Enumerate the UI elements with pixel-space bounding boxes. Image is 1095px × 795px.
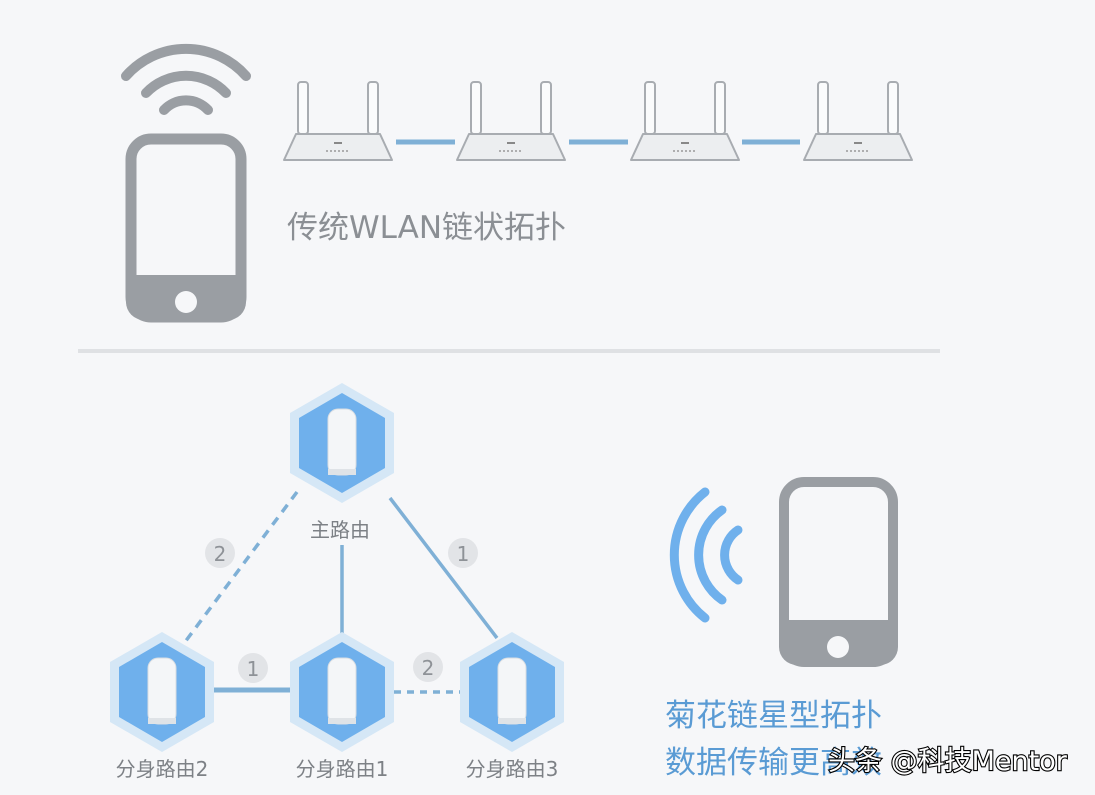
router-icon-4 xyxy=(803,81,913,161)
link-badges: 2 1 1 2 xyxy=(205,538,478,683)
sub-router-2-label: 分身路由2 xyxy=(116,757,209,781)
mesh-links xyxy=(183,490,499,694)
chain-topology-caption: 传统WLAN链状拓扑 xyxy=(287,210,566,246)
mesh-topology-caption: 菊花链星型拓扑 xyxy=(665,698,882,734)
sub-router-3-label: 分身路由3 xyxy=(466,757,559,781)
watermark: 头条 @科技Mentor xyxy=(828,746,1068,777)
badge-label: 1 xyxy=(247,657,260,681)
sub-router-2-node xyxy=(109,631,215,753)
router-icon-1 xyxy=(283,81,393,161)
wifi-icon-top xyxy=(121,43,251,115)
badge-label: 2 xyxy=(214,542,227,566)
badge-label: 1 xyxy=(457,542,470,566)
router-icon-3 xyxy=(630,81,740,161)
wifi-icon-right xyxy=(669,487,743,623)
main-router-node xyxy=(289,382,395,504)
router-icon-2 xyxy=(456,81,566,161)
sub-router-3-node xyxy=(459,631,565,753)
badge-label: 2 xyxy=(422,656,435,680)
sub-router-1-node xyxy=(289,631,395,753)
phone-icon-right xyxy=(779,477,898,667)
phone-icon-top xyxy=(125,133,247,323)
mesh-topology-subcaption: 数据传输更高效 xyxy=(665,745,882,781)
main-router-label: 主路由 xyxy=(310,518,370,542)
sub-router-1-label: 分身路由1 xyxy=(296,757,389,781)
